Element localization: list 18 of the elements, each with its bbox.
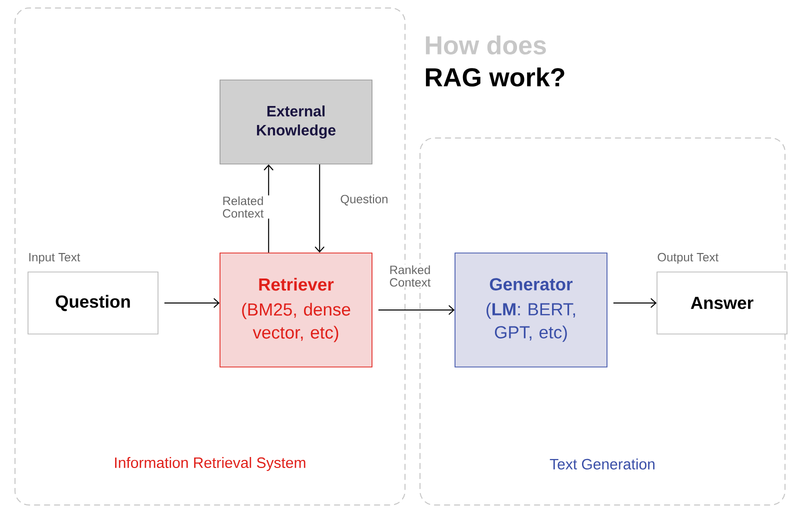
arrow bbox=[612, 298, 657, 308]
input-label: Input Text bbox=[29, 253, 80, 264]
knowledge-box: External Knowledge bbox=[220, 80, 372, 164]
input-label: Output Text bbox=[658, 252, 718, 264]
generator-box: Generator (LM: BERT, GPT, etc) bbox=[454, 252, 608, 368]
text-box: Answer bbox=[656, 272, 788, 334]
arrow bbox=[378, 305, 455, 315]
arrow bbox=[164, 298, 220, 308]
edge-label: Related Context bbox=[214, 195, 272, 219]
edge-label: Ranked Context bbox=[381, 264, 439, 288]
arrow bbox=[314, 164, 325, 253]
panel-title: Text Generation bbox=[550, 458, 654, 470]
title-text: RAG work? bbox=[426, 67, 564, 87]
panel-title: Information Retrieval System bbox=[115, 457, 306, 471]
text-box: Question bbox=[28, 272, 158, 334]
title-text: How does bbox=[426, 35, 546, 55]
retriever-box: Retriever (BM25, dense vector, etc) bbox=[220, 252, 372, 368]
edge-label: Question bbox=[335, 194, 394, 206]
